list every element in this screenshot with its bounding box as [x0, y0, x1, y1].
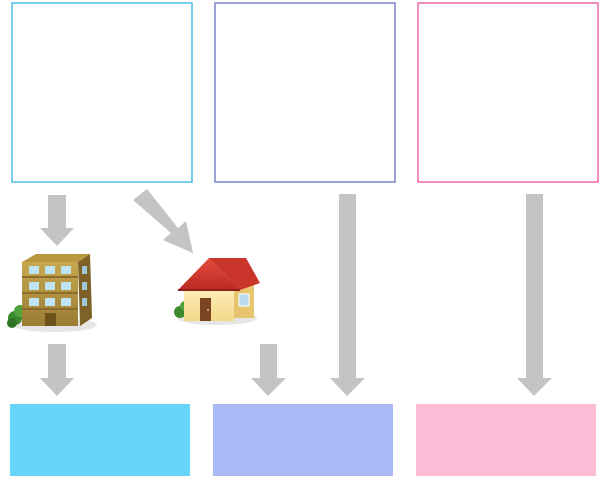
bottom-box-2 — [213, 404, 393, 476]
arrow-house-to-bottom-box-2 — [251, 344, 286, 396]
arrow-box2-to-bottom-box-2 — [330, 194, 365, 396]
bottom-box-1 — [10, 404, 190, 476]
top-box-3 — [417, 2, 599, 183]
arrow-building-to-bottom-box-1 — [40, 344, 74, 396]
top-box-1 — [11, 2, 193, 183]
arrow-box1-to-house — [133, 189, 193, 253]
top-box-2 — [214, 2, 396, 183]
arrow-box1-to-building — [40, 195, 74, 246]
arrow-box3-to-bottom-box-3 — [517, 194, 552, 396]
apartment-building-icon — [7, 254, 97, 332]
house-icon — [174, 258, 260, 325]
bottom-box-3 — [416, 404, 596, 476]
